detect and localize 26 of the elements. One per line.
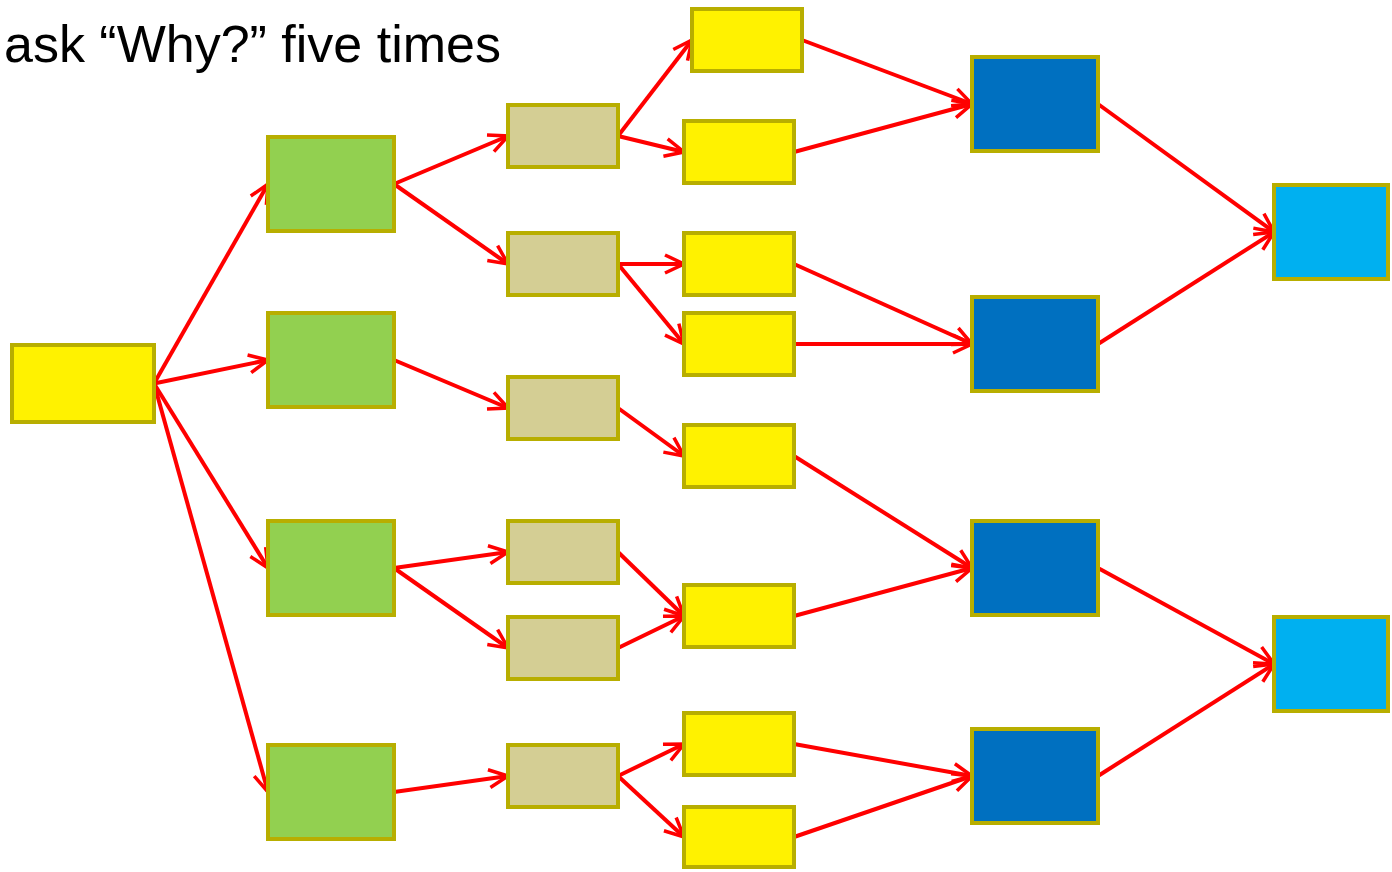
process-box	[682, 805, 796, 869]
process-box	[690, 7, 804, 73]
title: ask “Why?” five times	[4, 14, 501, 74]
process-box	[506, 375, 620, 441]
process-box	[1272, 183, 1390, 281]
process-box	[506, 615, 620, 681]
process-box	[506, 743, 620, 809]
process-box	[970, 55, 1100, 153]
process-box	[266, 135, 396, 233]
process-box	[682, 711, 796, 777]
process-box	[970, 727, 1100, 825]
process-box	[266, 519, 396, 617]
process-box	[970, 295, 1100, 393]
process-box	[682, 119, 796, 185]
process-box	[10, 343, 156, 424]
process-box	[682, 423, 796, 489]
process-box	[506, 519, 620, 585]
process-box	[506, 103, 620, 169]
process-box	[682, 231, 796, 297]
process-box	[682, 311, 796, 377]
process-box	[506, 231, 620, 297]
process-box	[266, 311, 396, 409]
process-box	[970, 519, 1100, 617]
process-box	[266, 743, 396, 841]
process-box	[1272, 615, 1390, 713]
process-box	[682, 583, 796, 649]
